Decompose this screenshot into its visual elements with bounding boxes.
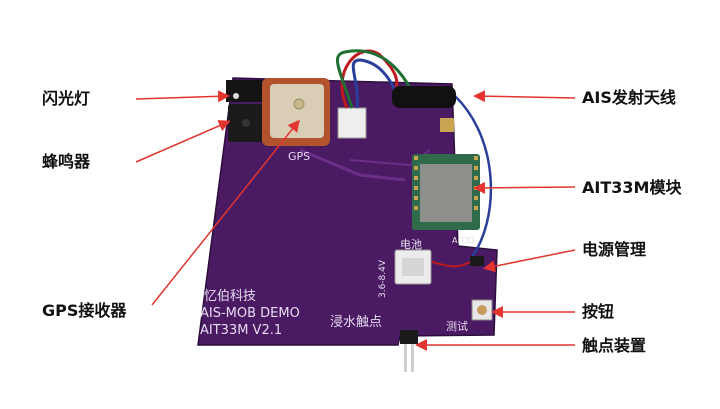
silk-version: AIT33M V2.1 [200, 323, 282, 338]
silk-company: 忆伯科技 [204, 288, 256, 304]
label-button: 按钮 [582, 302, 615, 321]
arrows [135, 90, 576, 351]
cable-red-power [431, 261, 471, 268]
cable-blue-long [454, 95, 493, 261]
push-button-cap [477, 305, 487, 315]
flash-light-led [233, 93, 239, 99]
cable-blue [351, 58, 397, 109]
silk-voltage: 3.6-8.4V [378, 259, 388, 298]
label-gps-receiver: GPS接收器 [42, 301, 127, 320]
cable-green [335, 49, 412, 109]
arrow-ais-antenna [473, 90, 576, 103]
gps-antenna-top [270, 84, 324, 138]
arrow-ait33m-module [473, 181, 576, 194]
silk-gps: GPS [288, 150, 310, 163]
label-flash-light: 闪光灯 [42, 89, 91, 108]
label-touch-device: 触点装置 [582, 336, 647, 355]
arrow-power-management [483, 249, 576, 273]
gps-connector [337, 107, 367, 139]
battery-connector-slot [402, 258, 424, 276]
arrow-gps-receiver [151, 119, 300, 306]
label-ais-antenna: AIS发射天线 [582, 88, 676, 107]
contact-pin-left [404, 344, 407, 372]
silk-demo: AIS-MOB DEMO [200, 306, 300, 321]
arrow-flash-light [135, 90, 230, 103]
gps-antenna-feed [293, 98, 305, 110]
ais-antenna-pad [440, 118, 454, 132]
silk-module-mark: AIT33 [452, 236, 475, 245]
arrow-buzzer [135, 120, 231, 163]
label-power-management: 电源管理 [582, 240, 647, 259]
contact-pin-housing [400, 330, 418, 344]
label-buzzer: 蜂鸣器 [42, 152, 91, 171]
pcb-trace [299, 148, 406, 182]
ais-antenna-rod [392, 86, 456, 108]
silk-test: 测试 [446, 320, 468, 333]
buzzer-hole [242, 119, 250, 127]
ait33m-shield [420, 164, 472, 222]
silk-battery: 电池 [400, 238, 422, 251]
label-ait33m-module: AIT33M模块 [582, 178, 682, 197]
power-management-chip [470, 256, 484, 266]
flash-light-module [226, 80, 266, 102]
contact-pin-right [411, 344, 414, 372]
silk-water-contact: 浸水触点 [330, 315, 382, 330]
